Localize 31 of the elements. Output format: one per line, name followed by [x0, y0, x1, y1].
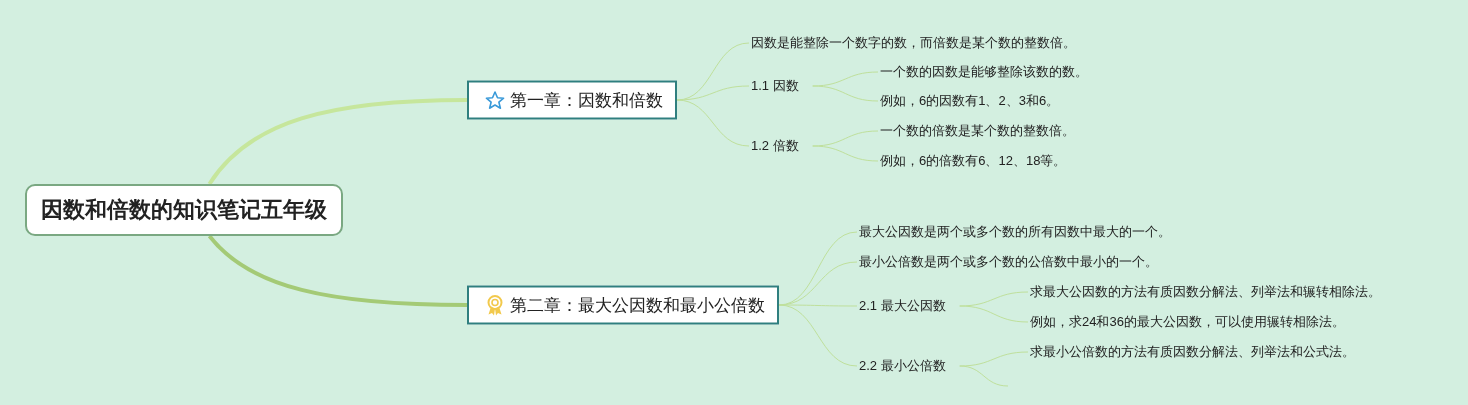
central-topic-box: 因数和倍数的知识笔记五年级	[25, 184, 343, 236]
branch-line	[207, 98, 468, 186]
topic-text: 例如，6的倍数有6、12、18等。	[878, 149, 1081, 173]
topic-text: 最小公倍数是两个或多个数的公倍数中最小的一个。	[857, 250, 1172, 274]
topic-text: 一个数的因数是能够整除该数的数。	[878, 60, 1102, 84]
branch-line	[812, 85, 879, 102]
topic-text: 2.1 最大公因数	[857, 294, 960, 318]
topic-text: 一个数的倍数是某个数的整数倍。	[878, 119, 1089, 143]
chapter-title: 第一章：因数和倍数	[510, 89, 663, 112]
branch-line	[778, 304, 858, 307]
topic-text: 例如，6的因数有1、2、3和6。	[878, 89, 1074, 113]
branch-line	[778, 304, 858, 367]
branch-line	[207, 234, 468, 307]
branch-line	[959, 365, 1009, 387]
topic-text: 1.1 因数	[749, 74, 813, 98]
topic-text: 例如，求24和36的最大公因数，可以使用辗转相除法。	[1028, 310, 1359, 334]
branch-line	[676, 85, 750, 101]
branch-line	[959, 305, 1029, 323]
branch-line	[812, 130, 879, 147]
topic-text: 最大公因数是两个或多个数的所有因数中最大的一个。	[857, 220, 1185, 244]
topic-text: 求最大公因数的方法有质因数分解法、列举法和辗转相除法。	[1028, 280, 1395, 304]
chapter-box	[467, 80, 677, 120]
branch-line	[812, 145, 879, 162]
topic-text: 求最小公倍数的方法有质因数分解法、列举法和公式法。	[1028, 340, 1369, 364]
topic-text: 2.2 最小公倍数	[857, 354, 960, 378]
topic-text: 因数是能整除一个数字的数，而倍数是某个数的整数倍。	[749, 31, 1090, 55]
topic-text: 1.2 倍数	[749, 134, 813, 158]
branch-line	[676, 99, 750, 147]
branch-line	[812, 71, 879, 87]
chapter-title: 第二章：最大公因数和最小公倍数	[510, 294, 765, 317]
chapter-box	[467, 285, 779, 325]
